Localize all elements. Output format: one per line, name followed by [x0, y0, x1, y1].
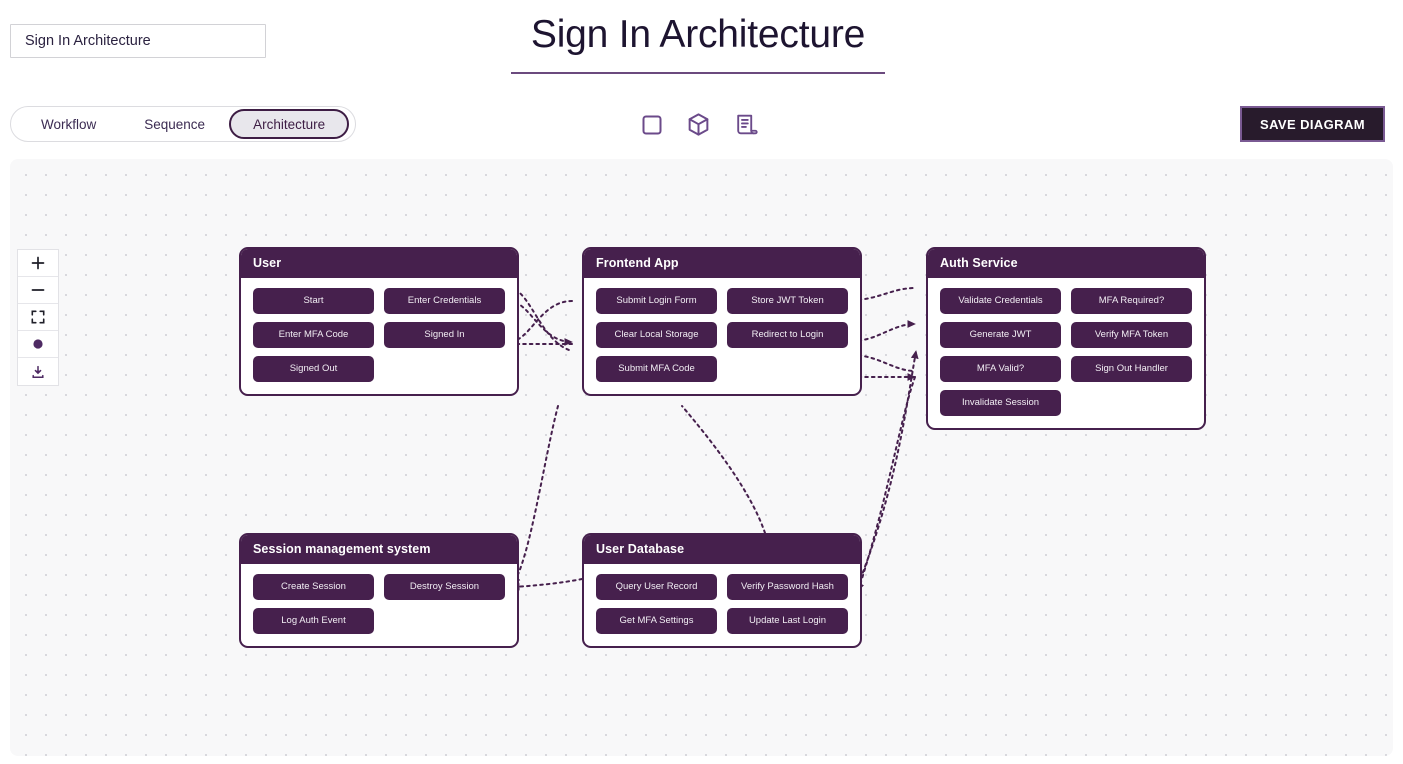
- node-child[interactable]: Enter Credentials: [384, 288, 505, 314]
- node-title-user-database: User Database: [584, 535, 860, 564]
- tab-sequence[interactable]: Sequence: [144, 116, 206, 132]
- zoom-controls: [17, 249, 59, 386]
- diagram-name-input[interactable]: [10, 24, 266, 58]
- node-title-auth-service: Auth Service: [928, 249, 1204, 278]
- title-underline: [511, 72, 885, 74]
- node-child[interactable]: Generate JWT: [940, 322, 1061, 348]
- square-icon[interactable]: [640, 113, 664, 137]
- node-body-auth-service: Validate Credentials MFA Required? Generat…: [928, 278, 1204, 428]
- node-child[interactable]: Signed In: [384, 322, 505, 348]
- view-mode-icons: [640, 112, 758, 137]
- node-child[interactable]: MFA Valid?: [940, 356, 1061, 382]
- node-child[interactable]: Clear Local Storage: [596, 322, 717, 348]
- page-title: Sign In Architecture: [530, 13, 866, 56]
- node-child[interactable]: Log Auth Event: [253, 608, 374, 634]
- node-child[interactable]: Verify Password Hash: [727, 574, 848, 600]
- node-child[interactable]: Update Last Login: [727, 608, 848, 634]
- node-title-frontend-app: Frontend App: [584, 249, 860, 278]
- toggle-interactivity-button[interactable]: [18, 331, 58, 358]
- node-child[interactable]: Validate Credentials: [940, 288, 1061, 314]
- node-child[interactable]: Enter MFA Code: [253, 322, 374, 348]
- node-title-session-management-system: Session management system: [241, 535, 517, 564]
- tab-architecture[interactable]: Architecture: [229, 109, 350, 139]
- fit-view-button[interactable]: [18, 304, 58, 331]
- view-tabs: Workflow Sequence Architecture: [10, 106, 357, 142]
- node-child[interactable]: Verify MFA Token: [1071, 322, 1192, 348]
- scroll-icon[interactable]: [733, 112, 758, 137]
- node-child[interactable]: Submit MFA Code: [596, 356, 717, 382]
- node-child[interactable]: Submit Login Form: [596, 288, 717, 314]
- page-title-block: Sign In Architecture: [511, 8, 885, 74]
- node-child[interactable]: Signed Out: [253, 356, 374, 382]
- node-child[interactable]: Store JWT Token: [727, 288, 848, 314]
- zoom-in-button[interactable]: [18, 250, 58, 277]
- node-child[interactable]: Get MFA Settings: [596, 608, 717, 634]
- download-button[interactable]: [18, 358, 58, 385]
- node-child[interactable]: Sign Out Handler: [1071, 356, 1192, 382]
- node-child[interactable]: Create Session: [253, 574, 374, 600]
- cube-icon[interactable]: [686, 112, 711, 137]
- node-child[interactable]: Start: [253, 288, 374, 314]
- tab-workflow[interactable]: Workflow: [41, 116, 97, 132]
- node-child[interactable]: Destroy Session: [384, 574, 505, 600]
- node-child[interactable]: Redirect to Login: [727, 322, 848, 348]
- zoom-out-button[interactable]: [18, 277, 58, 304]
- node-child[interactable]: Query User Record: [596, 574, 717, 600]
- node-child[interactable]: MFA Required?: [1071, 288, 1192, 314]
- node-child[interactable]: Invalidate Session: [940, 390, 1061, 416]
- save-diagram-button[interactable]: SAVE DIAGRAM: [1240, 106, 1385, 142]
- node-title-user: User: [241, 249, 517, 278]
